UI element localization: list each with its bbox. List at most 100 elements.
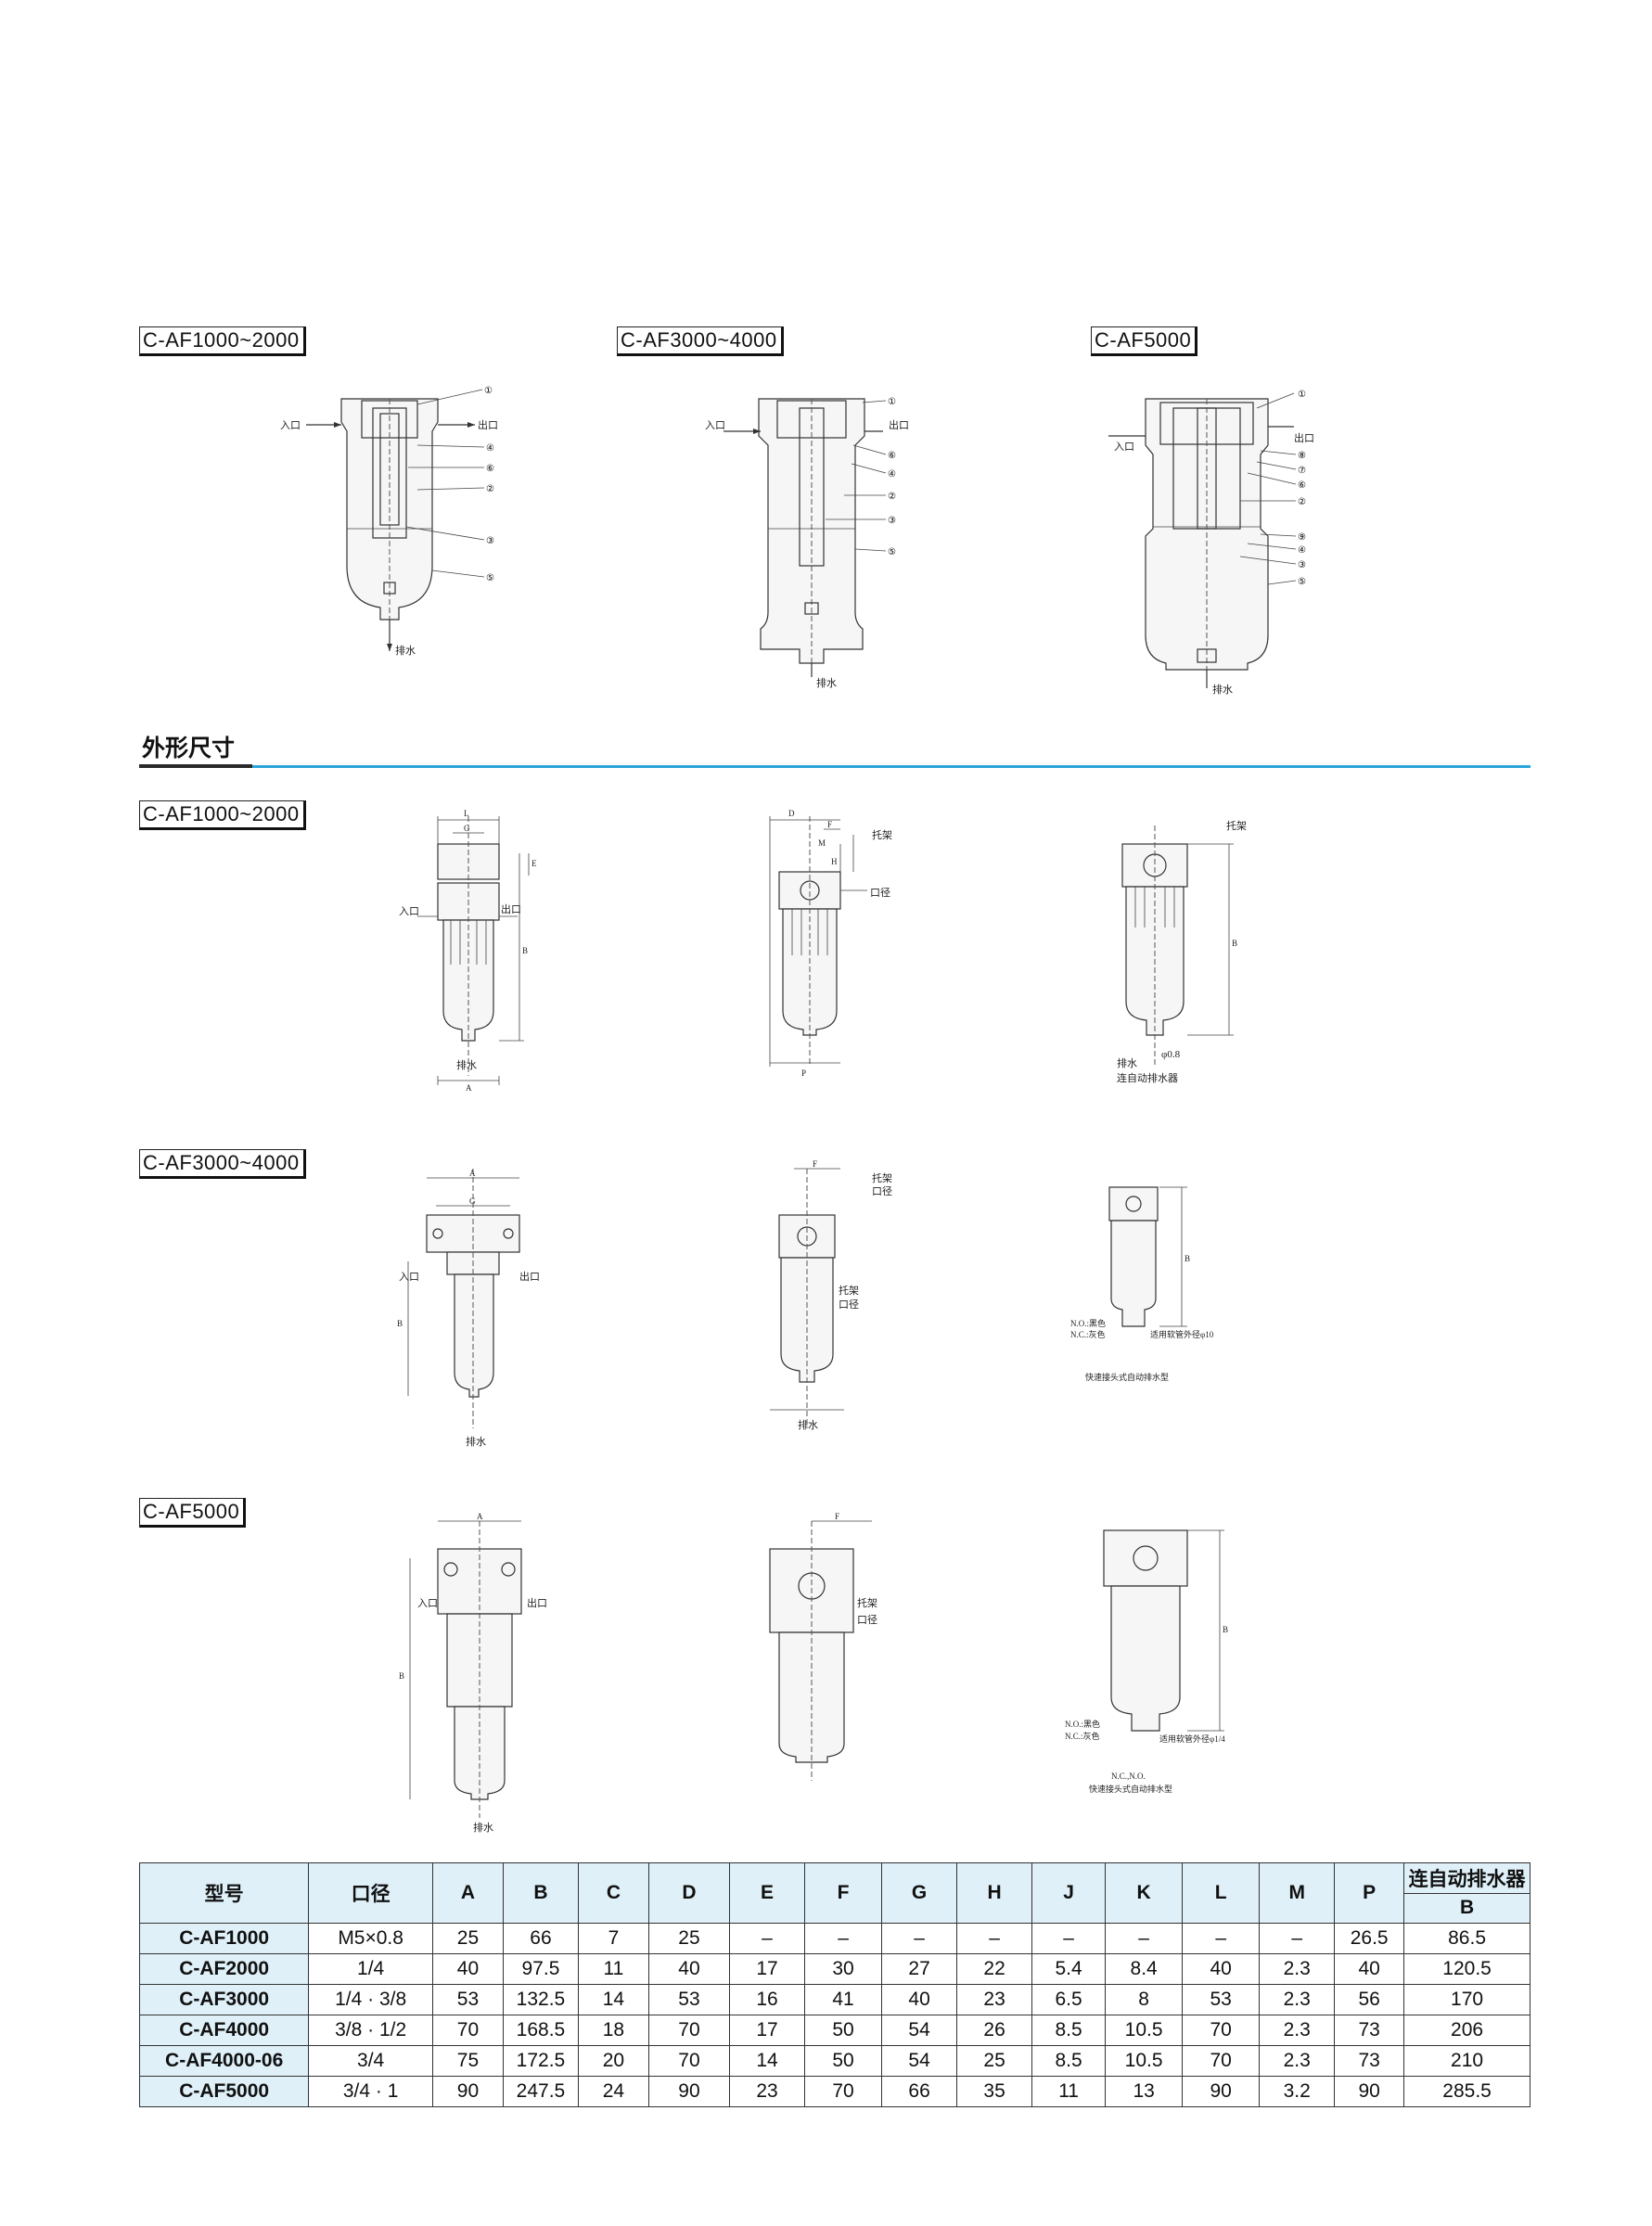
structure-drawing-af5000: ① ⑧ ⑦ ⑥ ② ⑨ ④ ③ ⑤ 入口 出口 排水 [1108, 390, 1314, 696]
callout-6: ⑥ [486, 464, 494, 474]
svg-text:D: D [788, 809, 795, 818]
callout-2: ② [888, 492, 896, 502]
table-cell: 3/4 · 1 [308, 2076, 433, 2107]
callout-6: ⑥ [1298, 480, 1306, 491]
table-cell: M5×0.8 [308, 1923, 433, 1954]
nc-gray-label: N.C.:灰色 [1070, 1329, 1106, 1339]
table-cell: 73 [1334, 2015, 1405, 2046]
header-p: P [1334, 1862, 1405, 1924]
header-e: E [728, 1862, 806, 1924]
table-cell: 40 [431, 1953, 504, 1985]
bracket-label: 托架 [872, 1171, 892, 1184]
callout-7: ⑦ [1298, 466, 1306, 476]
dim-side-af1000: DF MH P 托架 口径 [769, 809, 892, 1078]
dim-side-af3000: F 托架 口径 托架 口径 排水 [770, 1159, 892, 1431]
table-cell: – [804, 1923, 883, 1954]
svg-text:F: F [835, 1512, 839, 1521]
callout-4: ④ [1298, 545, 1306, 556]
dimension-section-title: 外形尺寸 [142, 735, 236, 761]
table-cell: 90 [647, 2076, 731, 2107]
drain-label: 排水 [456, 1058, 477, 1071]
header-d: D [647, 1862, 731, 1924]
auto-drain-label: 连自动排水器 [1117, 1071, 1178, 1084]
dim-front-af1000: LG BE A 入口 出口 排水 [399, 809, 537, 1093]
port-label: 口径 [870, 887, 890, 899]
table-cell: 11 [1031, 2076, 1107, 2107]
table-cell: 53 [1182, 1984, 1261, 2015]
table-cell: 168.5 [502, 2015, 579, 2046]
table-cell: 40 [1334, 1953, 1405, 1985]
table-cell: 30 [804, 1953, 883, 1985]
table-cell: 285.5 [1403, 2076, 1530, 2107]
header-c: C [577, 1862, 649, 1924]
svg-text:L: L [464, 809, 469, 818]
callout-2: ② [1298, 497, 1306, 507]
svg-text:B: B [522, 946, 528, 955]
table-cell: 25 [956, 2045, 1033, 2077]
dim-front-af3000: AG B 入口 出口 排水 [397, 1169, 540, 1448]
table-cell: 16 [728, 1984, 806, 2015]
table-cell: 3/4 [308, 2045, 433, 2077]
callout-3: ③ [888, 516, 896, 526]
table-cell: 23 [728, 2076, 806, 2107]
callout-1: ① [888, 397, 896, 407]
port-label: 口径 [872, 1185, 892, 1197]
drain-label: 排水 [816, 676, 837, 689]
table-cell-model: C-AF4000 [138, 2015, 310, 2046]
outlet-label: 出口 [501, 902, 521, 915]
bracket-label: 托架 [872, 828, 892, 841]
table-cell-model: C-AF5000 [138, 2076, 310, 2107]
svg-text:A: A [466, 1083, 472, 1093]
header-h: H [956, 1862, 1033, 1924]
table-cell: 11 [577, 1953, 649, 1985]
svg-text:B: B [1223, 1625, 1228, 1634]
table-cell: 70 [1182, 2045, 1261, 2077]
table-cell: 26.5 [1334, 1923, 1405, 1954]
table-cell: 10.5 [1105, 2015, 1184, 2046]
table-cell: 97.5 [502, 1953, 579, 1985]
header-model: 型号 [138, 1862, 310, 1924]
table-cell: 1/4 · 3/8 [308, 1984, 433, 2015]
callout-4: ④ [486, 443, 494, 454]
table-cell: 66 [881, 2076, 958, 2107]
drain-label: 排水 [395, 644, 416, 657]
spec-table: 型号 口径 A B C D E F G H J K L M P 连自动排水器 B… [138, 1862, 1530, 2107]
bracket-label: 托架 [857, 1596, 877, 1609]
table-cell: 247.5 [502, 2076, 579, 2107]
callout-6: ⑥ [888, 451, 896, 461]
structure-drawing-af3000: ① ⑥ ④ ② ③ ⑤ 入口 出口 排水 [705, 397, 909, 689]
table-cell: 17 [728, 2015, 806, 2046]
table-cell: 50 [804, 2045, 883, 2077]
table-cell: 170 [1403, 1984, 1530, 2015]
table-cell: 2.3 [1259, 1984, 1336, 2015]
table-cell-model: C-AF1000 [138, 1923, 310, 1954]
table-cell: 23 [956, 1984, 1033, 2015]
dimension-tag-af1000: C-AF1000~2000 [139, 800, 306, 830]
hose-label: 适用软管外径φ1/4 [1159, 1733, 1225, 1744]
inlet-label: 入口 [399, 1272, 419, 1283]
table-cell: 50 [804, 2015, 883, 2046]
svg-text:B: B [399, 1671, 404, 1681]
table-cell: 8.4 [1105, 1953, 1184, 1985]
inlet-label: 入口 [280, 420, 301, 431]
svg-text:F: F [813, 1159, 817, 1169]
header-k: K [1105, 1862, 1184, 1924]
table-cell: 2.3 [1259, 2045, 1336, 2077]
header-m: M [1259, 1862, 1336, 1924]
table-cell: 70 [431, 2015, 504, 2046]
header-l: L [1182, 1862, 1261, 1924]
header-f: F [804, 1862, 883, 1924]
table-cell: 56 [1334, 1984, 1405, 2015]
structure-drawing-af1000: ① ④ ⑥ ② ③ ⑤ 入口 出口 排水 [280, 386, 498, 657]
outlet-label: 出口 [519, 1270, 540, 1283]
table-cell: 25 [647, 1923, 731, 1954]
structure-tag-af1000: C-AF1000~2000 [139, 326, 306, 356]
orifice-label: φ0.8 [1161, 1049, 1181, 1060]
callout-9: ⑨ [1298, 532, 1306, 543]
inlet-label: 入口 [399, 906, 419, 917]
table-cell: 25 [431, 1923, 504, 1954]
